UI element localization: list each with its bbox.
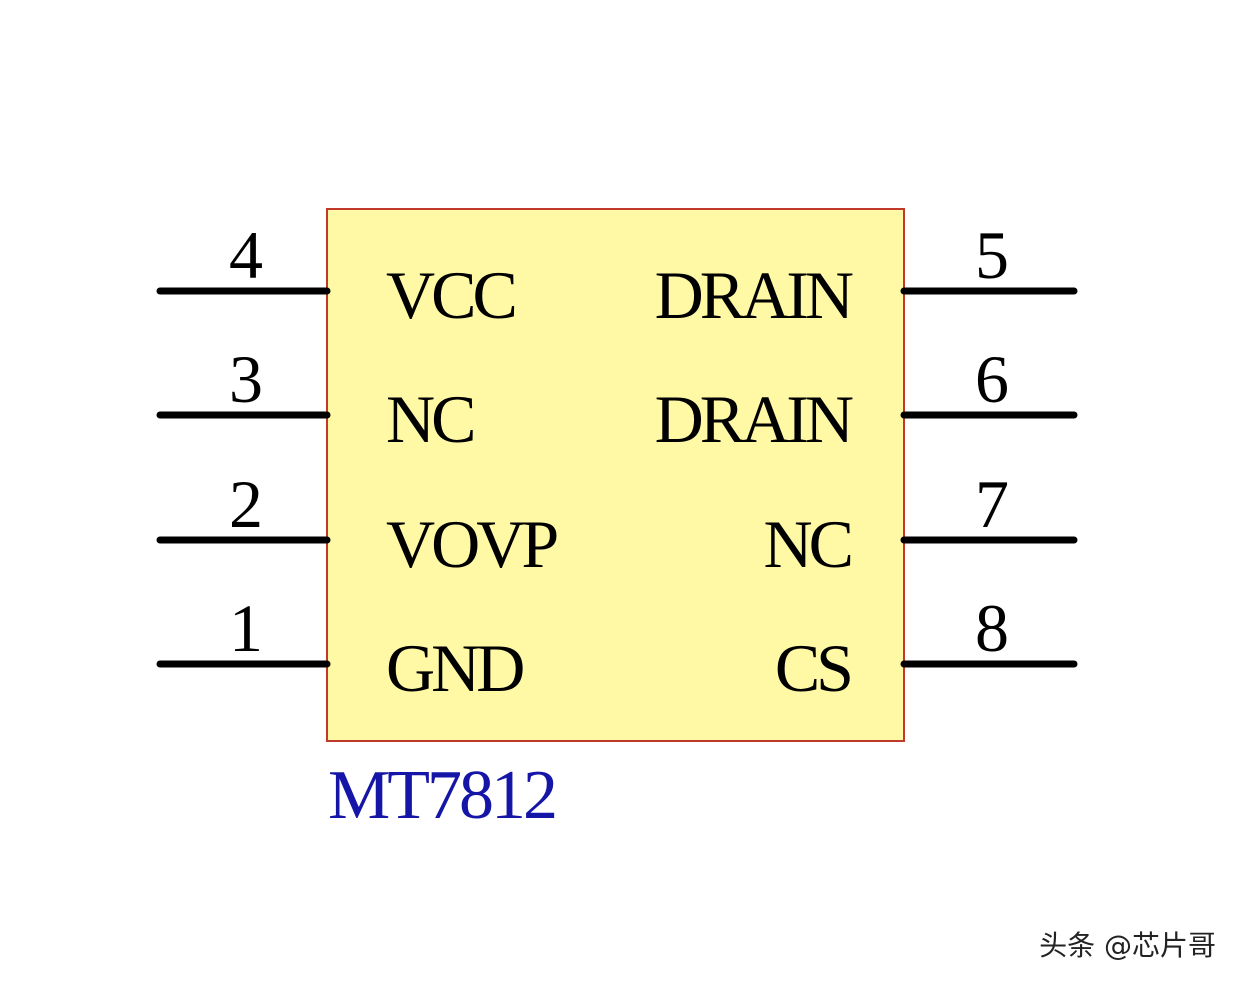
pin-7-label: NC	[764, 506, 851, 582]
pin-6-label: DRAIN	[655, 381, 853, 457]
pin-8-number: 8	[975, 590, 1009, 666]
pin-2-label: VOVP	[386, 506, 557, 582]
pin-7-number: 7	[975, 466, 1009, 542]
chip-body	[326, 208, 905, 742]
pin-2-number: 2	[229, 466, 263, 542]
pin-5-number: 5	[975, 217, 1009, 293]
pin-6-number: 6	[975, 341, 1009, 417]
pin-4-label: VCC	[386, 257, 514, 333]
pin-5-label: DRAIN	[655, 257, 853, 333]
pin-1-label: GND	[386, 630, 523, 706]
pin-4-number: 4	[229, 217, 263, 293]
pin-8-label: CS	[775, 630, 850, 706]
pin-1-number: 1	[229, 590, 263, 666]
pin-3-label: NC	[386, 381, 473, 457]
part-number-label: MT7812	[328, 757, 555, 834]
pin-3-number: 3	[229, 341, 263, 417]
watermark-text: 头条 @芯片哥	[1039, 929, 1216, 962]
